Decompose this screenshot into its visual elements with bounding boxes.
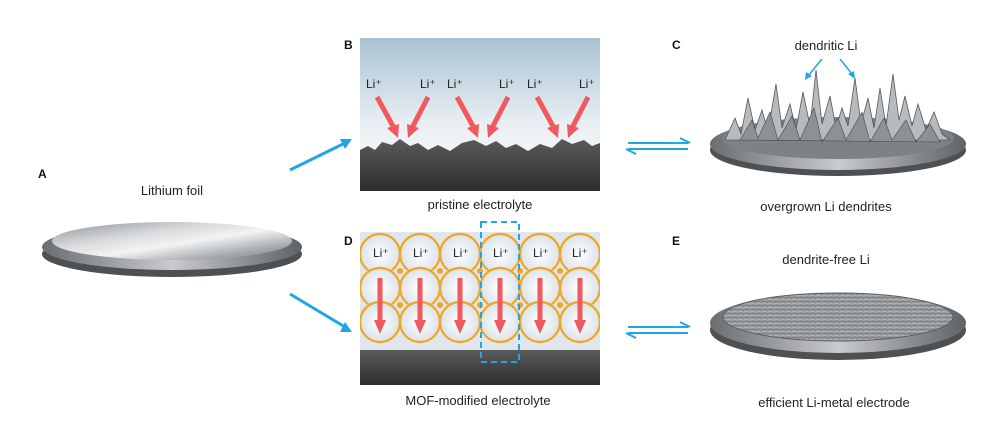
panel-letter-a: A [38,167,47,181]
li-ion-label: Li⁺ [533,246,549,260]
mof-electrolyte-caption: MOF-modified electrolyte [405,393,551,408]
overgrown-dendrites-caption: overgrown Li dendrites [760,199,892,214]
li-ion-label: Li⁺ [366,77,382,91]
equilibrium-arrows-bottom [625,321,691,339]
efficient-electrode-caption: efficient Li-metal electrode [758,395,910,410]
dendrite-free-lithium-disc [710,292,966,360]
equilibrium-arrows-top [625,137,691,155]
li-ion-label: Li⁺ [420,77,436,91]
pristine-electrolyte-caption: pristine electrolyte [427,197,533,212]
arrow-to-mof [289,292,352,332]
arrow-to-pristine [289,139,352,172]
dendritic-lithium-disc [710,69,966,176]
li-ion-label: Li⁺ [453,246,469,260]
ion-channel-highlight [480,221,520,363]
dendritic-li-label: dendritic Li [794,38,858,53]
panel-letter-c: C [672,38,681,52]
li-ion-label: Li⁺ [413,246,429,260]
li-ion-label: Li⁺ [373,246,389,260]
pristine-ion-arrows [374,95,591,138]
panel-letter-d: D [344,234,353,248]
lithium-foil-disc [42,222,302,277]
li-ion-label: Li⁺ [493,246,509,260]
li-ion-label: Li⁺ [527,77,543,91]
dendrite-free-li-label: dendrite-free Li [782,252,870,267]
panel-letter-e: E [672,234,681,248]
pristine-electrolyte-cell [360,38,600,191]
mof-ion-arrows [374,278,586,334]
li-ion-label: Li⁺ [579,77,595,91]
li-ion-label: Li⁺ [572,246,588,260]
dendritic-pointer-arrows [805,58,855,80]
lithium-foil-caption: Lithium foil [140,183,204,198]
li-ion-label: Li⁺ [499,77,515,91]
li-ion-label: Li⁺ [447,77,463,91]
panel-letter-b: B [344,38,353,52]
rough-lithium-deposit [360,139,600,191]
